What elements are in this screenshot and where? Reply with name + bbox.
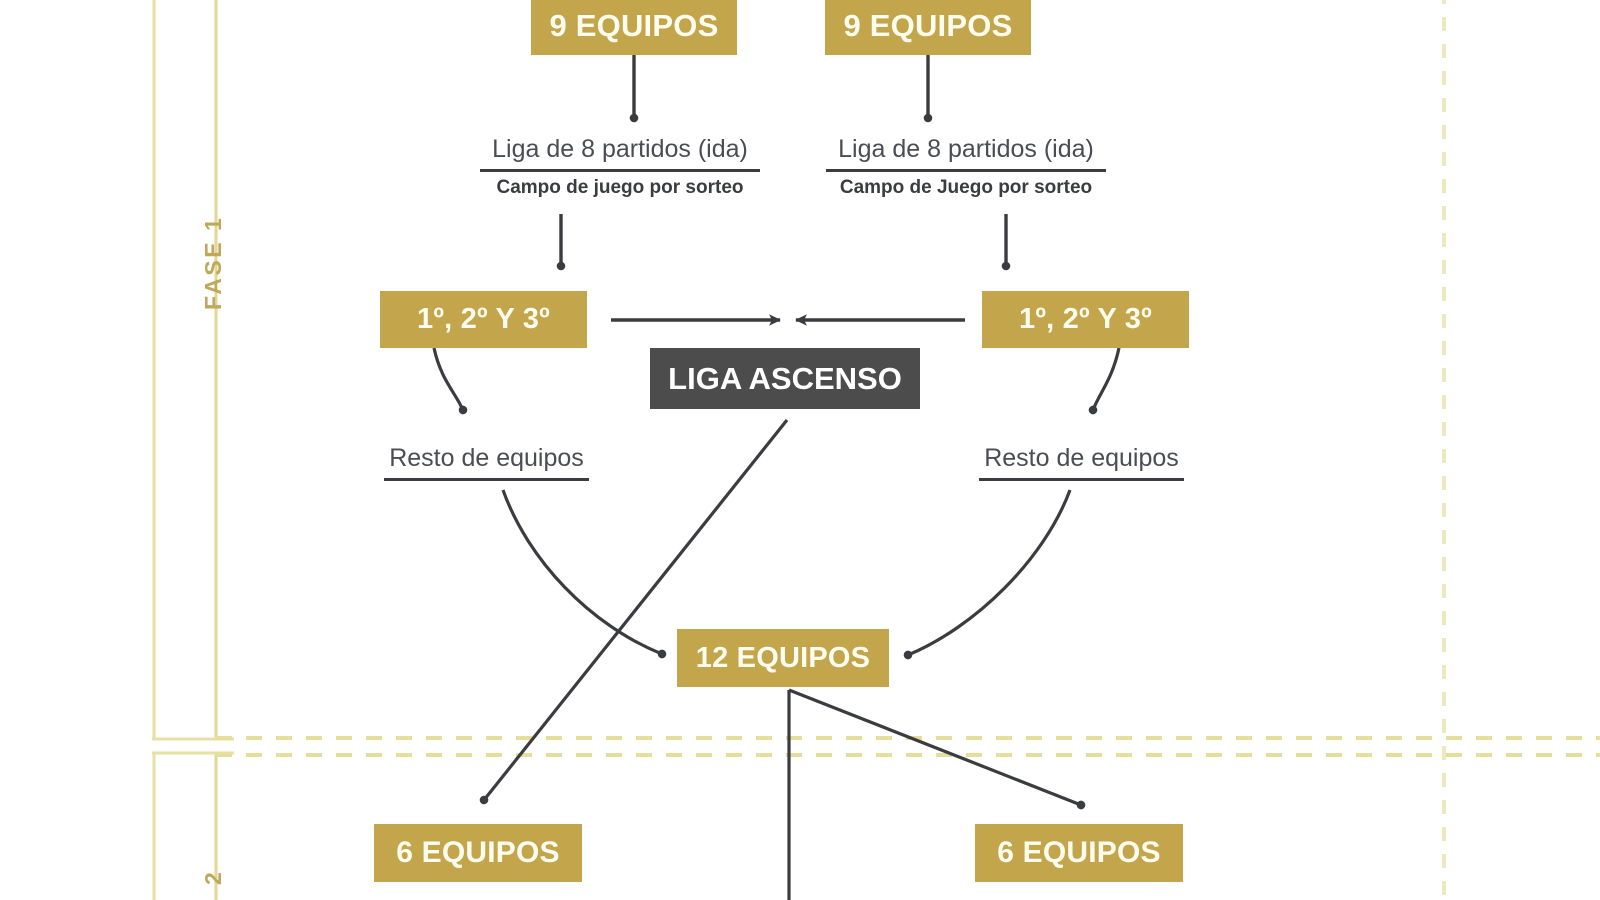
box-12-equipos[interactable]: 12 EQUIPOS [677, 629, 889, 687]
label-left-remainder-text: Resto de equipos [389, 444, 584, 472]
box-liga-ascenso[interactable]: LIGA ASCENSO [650, 348, 920, 409]
label-right-format-secondary: Campo de Juego por sorteo [839, 177, 1093, 198]
label-left-format-primary: Liga de 8 partidos (ida) [492, 135, 748, 163]
label-left-format: Liga de 8 partidos (ida) Campo de juego … [480, 134, 760, 199]
box-left-qualifiers[interactable]: 1º, 2º Y 3º [380, 291, 587, 348]
label-left-format-secondary: Campo de juego por sorteo [496, 177, 744, 198]
box-right-9-equipos[interactable]: 9 EQUIPOS [825, 0, 1031, 55]
label-right-remainder: Resto de equipos [979, 443, 1184, 485]
connector-left-remainder-to-pool [501, 489, 667, 659]
connector-right-remainder-to-pool [903, 489, 1072, 660]
box-right-6-equipos[interactable]: 6 EQUIPOS [975, 824, 1183, 882]
box-right-qualifiers[interactable]: 1º, 2º Y 3º [982, 291, 1189, 348]
label-right-remainder-rule [979, 478, 1184, 481]
box-left-9-equipos[interactable]: 9 EQUIPOS [531, 0, 737, 55]
label-left-remainder: Resto de equipos [384, 443, 589, 485]
phase-label-fase-1: FASE 1 [200, 215, 226, 310]
label-left-format-rule [480, 169, 760, 172]
label-right-format-rule [826, 169, 1106, 172]
connector-pool-to-right-subgroup [788, 688, 1086, 810]
label-right-remainder-text: Resto de equipos [984, 444, 1179, 472]
connector-right-qualifiers-to-remainder [1088, 347, 1121, 415]
connector-left-qualifiers-to-remainder [432, 347, 468, 415]
label-right-format-primary: Liga de 8 partidos (ida) [838, 135, 1094, 163]
box-left-6-equipos[interactable]: 6 EQUIPOS [374, 824, 582, 882]
label-right-format: Liga de 8 partidos (ida) Campo de Juego … [826, 134, 1106, 199]
phase-label-fase-2: 2 [200, 869, 226, 885]
label-left-remainder-rule [384, 478, 589, 481]
